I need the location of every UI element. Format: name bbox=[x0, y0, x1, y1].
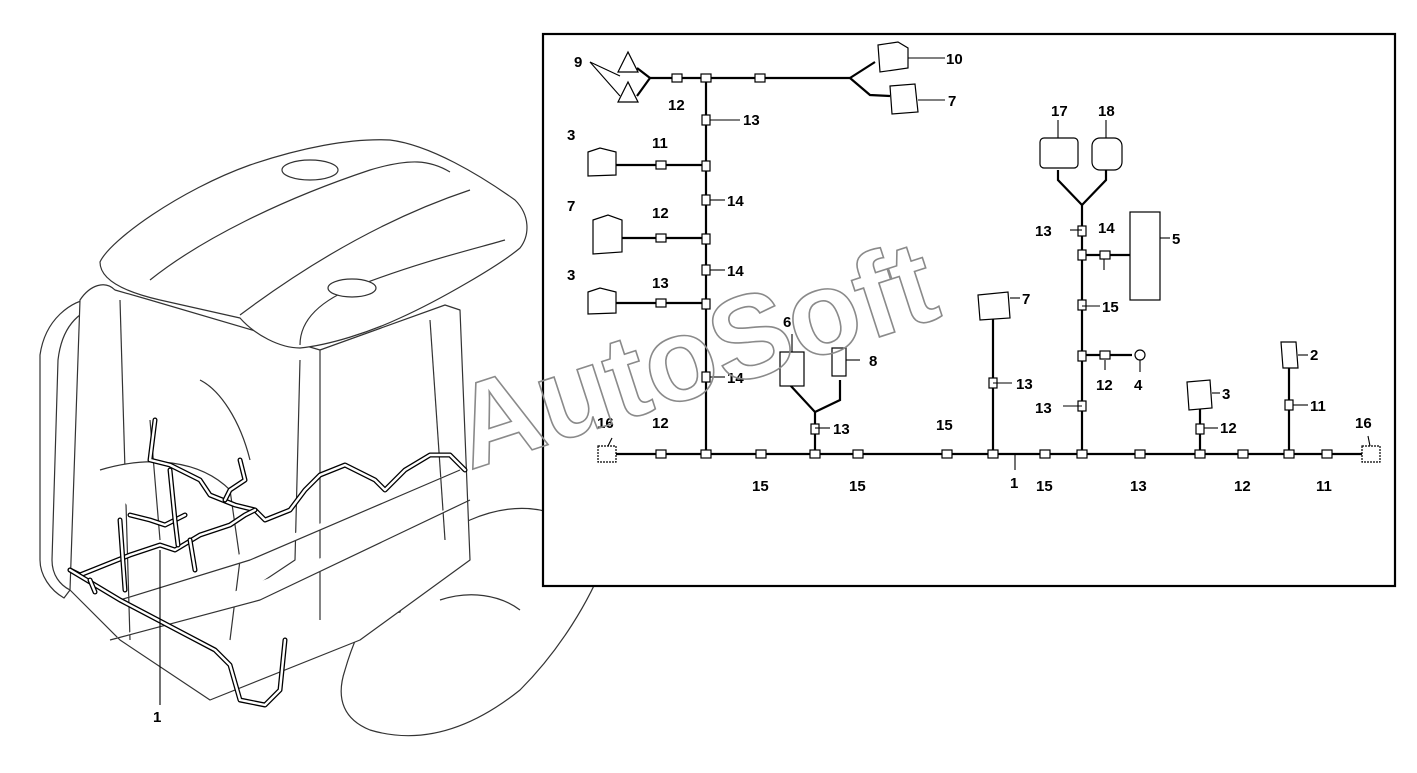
label-12-top: 12 bbox=[668, 97, 685, 114]
cab-harness bbox=[67, 417, 468, 708]
component-3-right bbox=[1186, 379, 1213, 411]
label-16-left: 16 bbox=[597, 415, 614, 432]
connector-18 bbox=[1091, 137, 1123, 171]
lamp-lower bbox=[617, 80, 639, 103]
label-11-bottom: 11 bbox=[1316, 478, 1332, 495]
label-15-b: 15 bbox=[752, 478, 769, 495]
detail-frame bbox=[541, 32, 1397, 588]
label-14-b: 14 bbox=[727, 263, 744, 280]
component-2 bbox=[1280, 341, 1299, 369]
label-13-center: 13 bbox=[833, 421, 850, 438]
cab-harness-label: 1 bbox=[153, 709, 161, 726]
label-3-upper: 3 bbox=[567, 127, 575, 144]
label-13-right-top: 13 bbox=[1035, 223, 1052, 240]
label-7-top: 7 bbox=[948, 93, 956, 110]
label-13-top: 13 bbox=[743, 112, 760, 129]
label-14-c: 14 bbox=[727, 370, 744, 387]
component-3-upper bbox=[587, 147, 617, 177]
label-15-c: 15 bbox=[849, 478, 866, 495]
label-12-left: 12 bbox=[652, 205, 669, 222]
component-7-right bbox=[977, 291, 1011, 321]
end-plug-right bbox=[1361, 445, 1381, 463]
label-13-mid: 13 bbox=[1016, 376, 1033, 393]
label-16-right: 16 bbox=[1355, 415, 1372, 432]
label-9: 9 bbox=[574, 54, 582, 71]
cab-roof bbox=[99, 139, 528, 349]
label-1-trunk: 1 bbox=[1010, 475, 1018, 492]
component-7-top bbox=[889, 83, 919, 115]
label-8: 8 bbox=[869, 353, 877, 370]
end-plug-left bbox=[597, 445, 617, 463]
cab-illustration: 1 bbox=[39, 139, 606, 737]
label-13-left: 13 bbox=[652, 275, 669, 292]
roof-vent bbox=[281, 159, 339, 181]
label-11-right: 11 bbox=[1310, 398, 1326, 415]
label-12-trunk: 12 bbox=[652, 415, 669, 432]
component-3-lower bbox=[587, 287, 617, 315]
label-3-right: 3 bbox=[1222, 386, 1230, 403]
label-7-left: 7 bbox=[567, 198, 575, 215]
label-12-right: 12 bbox=[1096, 377, 1113, 394]
label-12-far-right: 12 bbox=[1220, 420, 1237, 437]
label-7-right: 7 bbox=[1022, 291, 1030, 308]
label-3-lower: 3 bbox=[567, 267, 575, 284]
components bbox=[587, 41, 1299, 411]
label-2: 2 bbox=[1310, 347, 1318, 364]
label-6: 6 bbox=[783, 314, 791, 331]
label-14-d: 14 bbox=[1098, 220, 1115, 237]
label-13-right-low: 13 bbox=[1035, 400, 1052, 417]
label-18: 18 bbox=[1098, 103, 1115, 120]
label-11-left: 11 bbox=[652, 135, 668, 152]
label-4: 4 bbox=[1134, 377, 1143, 394]
component-5 bbox=[1129, 211, 1161, 301]
label-13-bottom: 13 bbox=[1130, 478, 1147, 495]
lamp-upper bbox=[617, 50, 639, 73]
component-4 bbox=[1134, 349, 1146, 361]
connector-17 bbox=[1039, 137, 1079, 169]
component-8 bbox=[831, 347, 847, 377]
roof-light bbox=[327, 278, 377, 298]
label-15-a: 15 bbox=[936, 417, 953, 434]
label-17: 17 bbox=[1051, 103, 1068, 120]
label-14-a: 14 bbox=[727, 193, 744, 210]
part-labels: 9 10 7 12 13 3 11 14 7 12 14 3 13 6 8 14… bbox=[567, 51, 1372, 495]
label-12-bottom: 12 bbox=[1234, 478, 1251, 495]
wiring-detail-panel: 9 10 7 12 13 3 11 14 7 12 14 3 13 6 8 14… bbox=[541, 32, 1397, 588]
label-10: 10 bbox=[946, 51, 963, 68]
component-10 bbox=[877, 41, 909, 73]
cab-rear-post bbox=[39, 297, 103, 599]
label-15-d: 15 bbox=[1036, 478, 1053, 495]
label-15-right: 15 bbox=[1102, 299, 1119, 316]
label-5: 5 bbox=[1172, 231, 1180, 248]
component-7-left bbox=[592, 214, 623, 255]
leader-lines bbox=[589, 57, 1371, 470]
